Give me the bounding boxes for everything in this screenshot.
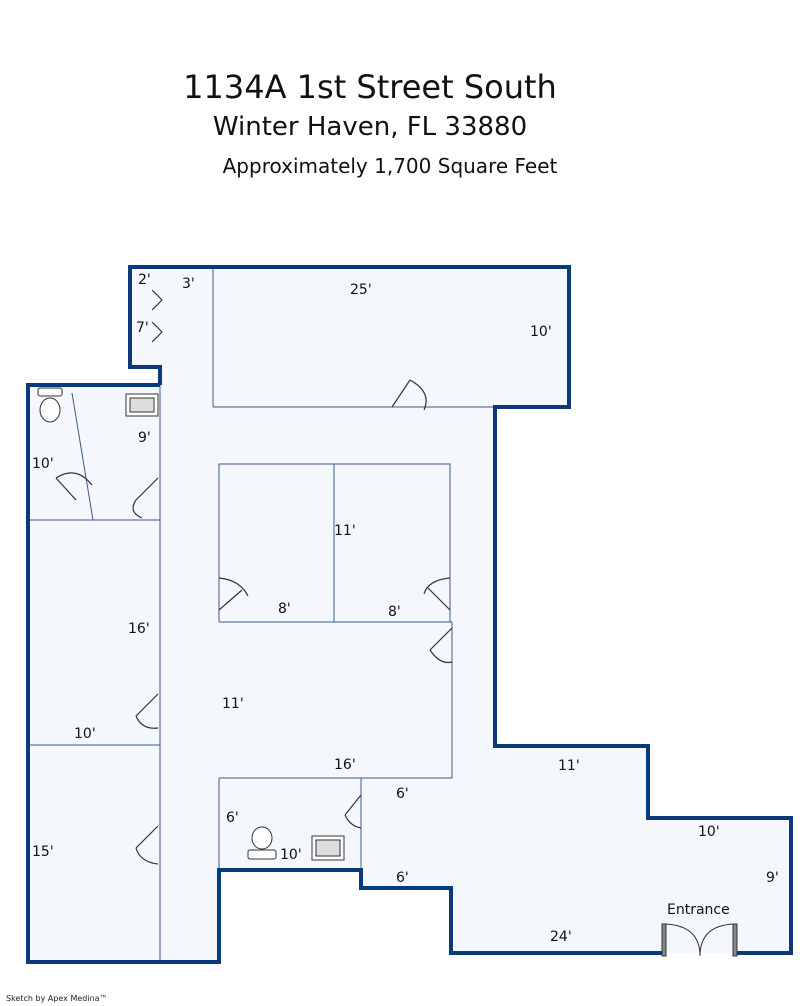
dim-bath1-width: 10' (32, 456, 54, 472)
dim-office-a-width: 8' (278, 601, 291, 617)
toilet-icon-bath2 (247, 826, 277, 860)
sketch-credit: Sketch by Apex Medina™ (6, 994, 108, 1003)
dim-bath2-width: 10' (280, 847, 302, 863)
sink-icon-bath1 (125, 393, 159, 417)
square-footage: Approximately 1,700 Square Feet (222, 154, 558, 178)
dim-closet-width: 2' (138, 272, 151, 288)
dim-office-a-depth: 11' (334, 523, 356, 539)
entrance-label: Entrance (667, 902, 730, 918)
dim-mid-room-depth: 11' (222, 696, 244, 712)
exterior-walls (26, 265, 793, 964)
property-address: 1134A 1st Street South (183, 68, 557, 106)
dim-left-room2-depth: 15' (32, 844, 54, 860)
dim-left-room1-width: 10' (74, 726, 96, 742)
sink-icon-bath2 (311, 835, 345, 861)
dim-left-room1-depth: 16' (128, 621, 150, 637)
dim-office-b-width: 8' (388, 604, 401, 620)
dim-mid-room-width: 16' (334, 757, 356, 773)
door-swings (55, 289, 453, 865)
dim-closet-length: 7' (136, 320, 149, 336)
dimension-labels: 2' 7' 3' 25' 10' 9' 10' 11' 8' 8' 16' 11… (32, 272, 779, 945)
dim-step-1: 6' (396, 786, 409, 802)
dim-bath1-depth: 9' (138, 430, 151, 446)
dim-top-room-width: 25' (350, 282, 372, 298)
dim-lobby-24: 24' (550, 929, 572, 945)
dim-top-room-depth: 10' (530, 324, 552, 340)
dim-bath2-depth: 6' (226, 810, 239, 826)
property-city-state: Winter Haven, FL 33880 (212, 112, 528, 142)
dim-step-2: 6' (396, 870, 409, 886)
entrance-double-door (661, 923, 738, 957)
toilet-icon-bath1 (37, 387, 63, 423)
dim-hall-width: 3' (182, 276, 195, 292)
dim-lobby-10: 10' (698, 824, 720, 840)
dim-lobby-9: 9' (766, 870, 779, 886)
interior-walls (30, 267, 495, 962)
dim-lobby-11: 11' (558, 758, 580, 774)
